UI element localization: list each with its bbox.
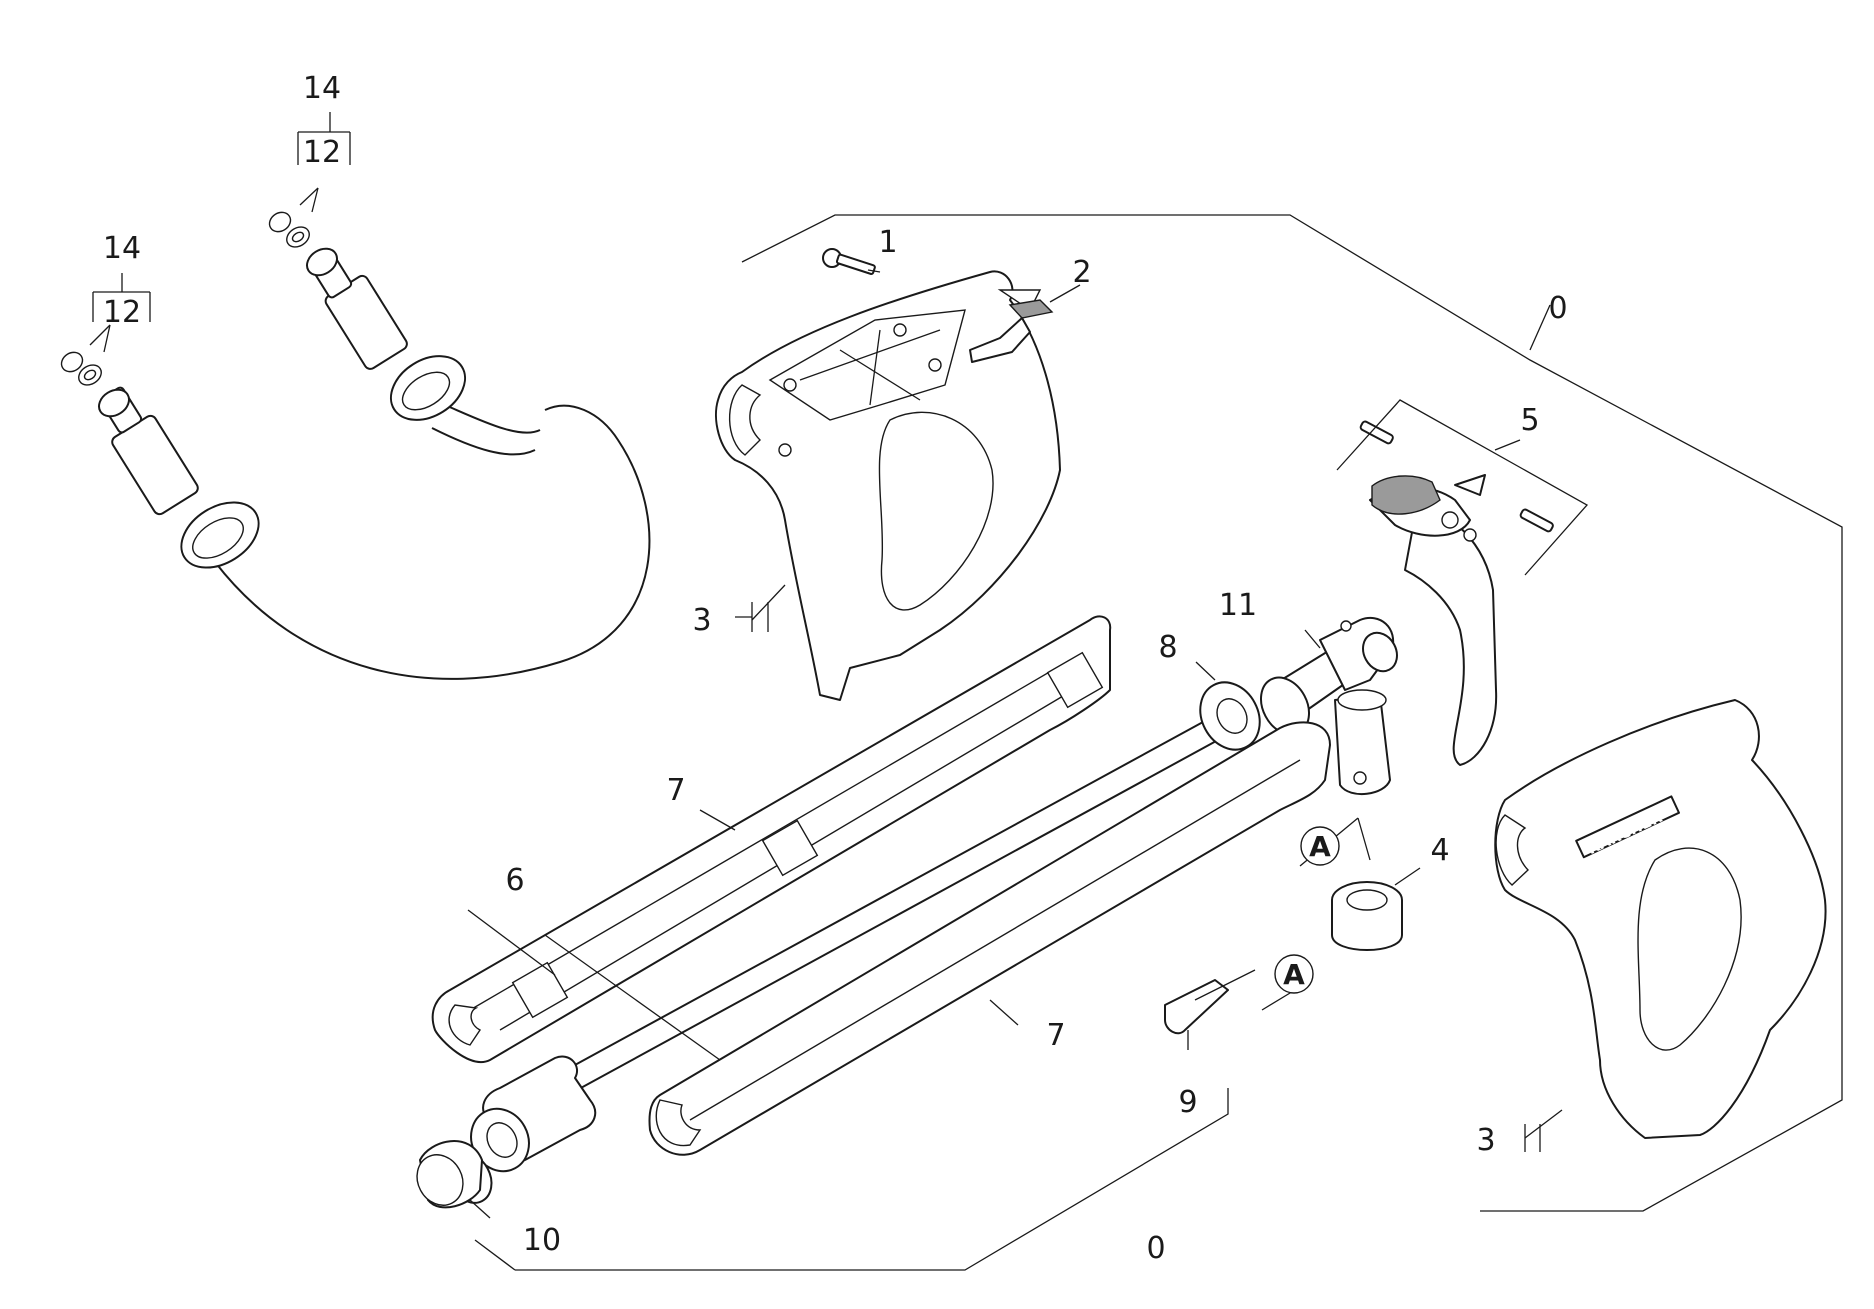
callout-8: 8: [1158, 630, 1177, 665]
lance-pipe: [470, 709, 1241, 1173]
callout-7-b: 7: [1046, 1018, 1065, 1053]
callout-5: 5: [1520, 403, 1539, 438]
leader-lines: [467, 269, 1563, 1219]
svg-text:A: A: [1283, 958, 1305, 991]
svg-text:A: A: [1309, 830, 1331, 863]
callout-0-b: 0: [1146, 1231, 1165, 1266]
trigger-lock-part-2: [969, 299, 1054, 363]
hose-assembly-upper: [268, 211, 541, 456]
pins-part-5: [1336, 399, 1589, 576]
assembly-boundary-lower: [515, 1088, 1229, 1271]
callout-4: 4: [1430, 833, 1449, 868]
callout-14-a: 14: [103, 231, 141, 266]
marker-a-1: A: [1300, 826, 1340, 866]
clip-part-9: [1164, 969, 1256, 1035]
seal-part-8: [1199, 681, 1261, 751]
callout-2: 2: [1072, 255, 1091, 290]
callout-1: 1: [878, 225, 897, 260]
end-cap-part-10: [416, 1140, 493, 1209]
trigger-part-5: [1369, 474, 1498, 766]
handle-half-upper: [714, 270, 1061, 701]
callout-0-a: 0: [1548, 291, 1567, 326]
callout-3-a: 3: [692, 603, 711, 638]
hose-callout-lines: [89, 112, 351, 353]
callout-7-a: 7: [666, 773, 685, 808]
elbow-connector-part-11: [1260, 617, 1398, 796]
callout-11: 11: [1219, 588, 1257, 623]
handle-half-logo: KÄRCHER: [1494, 699, 1827, 1139]
marker-a-2: A: [1274, 954, 1314, 994]
callout-14-b: 14: [303, 71, 341, 106]
screw-part-1: [822, 248, 876, 275]
callout-6: 6: [505, 863, 524, 898]
lance-shell-part-7-right: [648, 721, 1331, 1156]
callout-3-b: 3: [1476, 1123, 1495, 1158]
nut-part-4: [1331, 881, 1403, 951]
callout-12-a: 12: [103, 295, 141, 330]
lance-shell-part-7-left: [431, 615, 1112, 1063]
callout-10: 10: [523, 1223, 561, 1258]
assembly-boundary-lower-left: [474, 1239, 516, 1271]
callout-9: 9: [1178, 1085, 1197, 1120]
assembly-boundary-main: [741, 214, 1843, 1212]
callout-12-b: 12: [303, 135, 341, 170]
hose-assembly-left: [60, 351, 651, 680]
